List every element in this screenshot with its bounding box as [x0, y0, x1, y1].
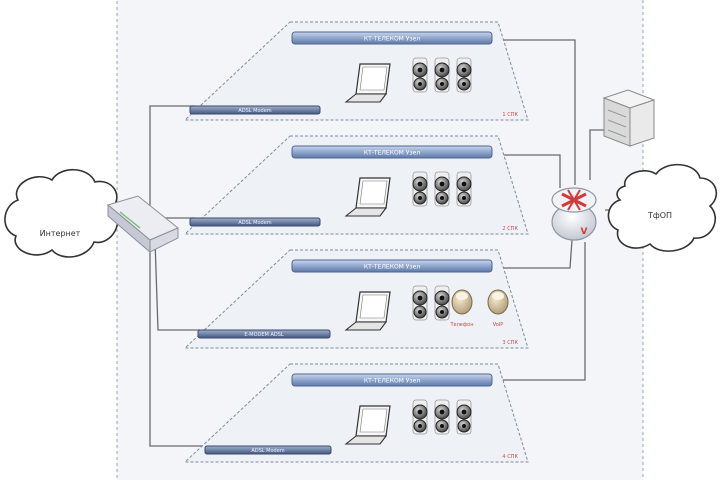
cloud-shape [4, 168, 119, 258]
switch-bar [291, 373, 493, 387]
extra-device: VoIP [487, 289, 509, 328]
server-link [589, 129, 606, 180]
internet-label: Интернет [40, 229, 81, 238]
camera-icon [434, 57, 450, 93]
switch-bar [291, 145, 493, 159]
modem-bar [204, 445, 332, 455]
switch-label: КТ-ТЕЛЕКОМ Узел [364, 378, 420, 385]
segment-corner-label: 1 СПК [502, 112, 518, 118]
laptop-icon [344, 291, 391, 331]
camera-icon [412, 171, 428, 207]
segment-zone [183, 363, 529, 463]
tfop-cloud: ТфОП [607, 163, 718, 252]
switch-bar [291, 31, 493, 45]
laptop-icon [344, 405, 391, 445]
cloud-shape [607, 163, 718, 252]
camera-group [412, 171, 472, 207]
server-icon [602, 89, 656, 147]
extra-device: Телефон [449, 289, 474, 328]
modem-label: ADSL Modem [251, 448, 284, 454]
modem-bar [189, 217, 321, 227]
laptop-icon [344, 177, 391, 217]
tfop-label: ТфОП [647, 211, 672, 220]
camera-icon [456, 171, 472, 207]
extra-devices: Телефон VoIP [449, 289, 509, 328]
uplink-1 [490, 39, 576, 185]
camera-group [412, 285, 450, 321]
trunk-link-1 [149, 105, 195, 208]
uplink-3 [490, 239, 573, 269]
segments: КТ-ТЕЛЕКОМ Узел ADSL Modem 1 СПК КТ-ТЕЛЕ… [183, 21, 529, 463]
camera-group [412, 399, 472, 435]
segment-2: КТ-ТЕЛЕКОМ Узел ADSL Modem 2 СПК [183, 135, 529, 235]
segment-zone [183, 21, 529, 121]
camera-icon [456, 399, 472, 435]
laptop-icon [344, 63, 391, 103]
camera-icon [456, 57, 472, 93]
camera-icon [412, 57, 428, 93]
switch-label: КТ-ТЕЛЕКОМ Узел [364, 264, 420, 271]
camera-icon [434, 285, 450, 321]
modem-bar [189, 105, 321, 115]
switch-label: КТ-ТЕЛЕКОМ Узел [364, 36, 420, 43]
segment-zone [183, 135, 529, 235]
switch-label: КТ-ТЕЛЕКОМ Узел [364, 150, 420, 157]
modem-bar [197, 329, 331, 339]
segment-3: КТ-ТЕЛЕКОМ Узел E-MODEM ADSL 3 СПК Телеф… [183, 249, 529, 349]
camera-icon [434, 399, 450, 435]
modem-label: ADSL Modem [238, 108, 271, 114]
extra-device-label: Телефон [449, 322, 473, 328]
modem-label: ADSL Modem [238, 220, 271, 226]
camera-group [412, 57, 472, 93]
camera-icon [412, 399, 428, 435]
router-label: V [581, 227, 588, 237]
segment-zone [183, 249, 529, 349]
modem-label: E-MODEM ADSL [244, 332, 284, 338]
trunk-link-3 [154, 239, 200, 331]
segment-corner-label: 4 СПК [502, 454, 518, 460]
camera-icon [434, 171, 450, 207]
router-icon: V [551, 187, 597, 241]
segment-1: КТ-ТЕЛЕКОМ Узел ADSL Modem 1 СПК [183, 21, 529, 121]
trunk-link-4 [149, 250, 210, 447]
switch-bar [291, 259, 493, 273]
segment-corner-label: 3 СПК [502, 340, 518, 346]
camera-icon [412, 285, 428, 321]
segment-corner-label: 2 СПК [502, 226, 518, 232]
hub-device [106, 195, 179, 254]
uplink-4 [490, 242, 586, 381]
extra-device-label: VoIP [493, 322, 504, 328]
internet-cloud: Интернет [4, 168, 119, 258]
uplink-2 [490, 154, 561, 188]
segment-4: КТ-ТЕЛЕКОМ Узел ADSL Modem 4 СПК [183, 363, 529, 463]
